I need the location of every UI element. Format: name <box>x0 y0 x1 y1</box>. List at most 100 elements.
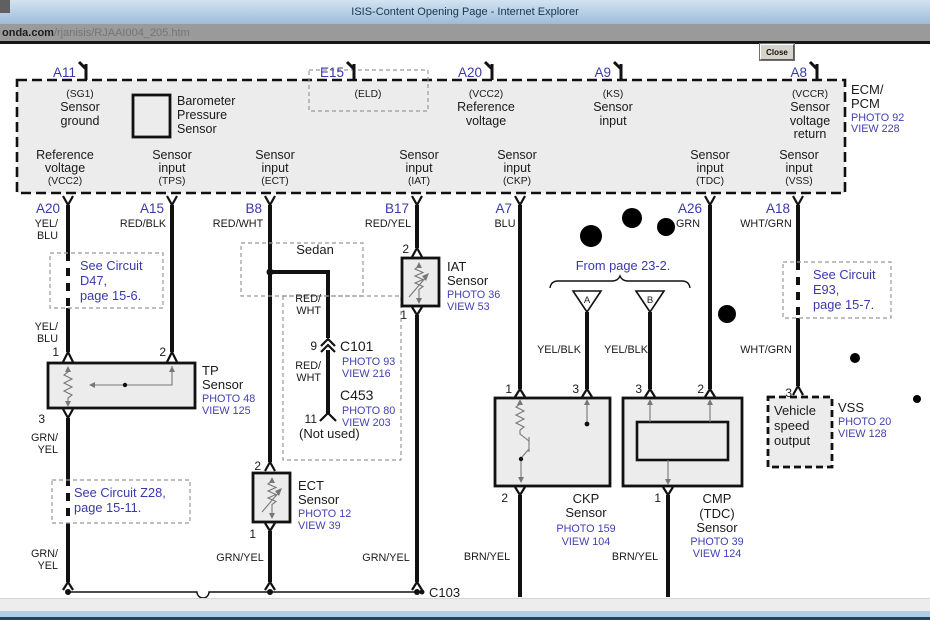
tp-arrow-up <box>65 366 71 372</box>
tp-view-link[interactable]: VIEW 125 <box>202 405 251 417</box>
vcc2-line2: voltage <box>466 114 506 128</box>
bus-end-dot <box>419 589 425 595</box>
pin-label-b8[interactable]: B8 <box>245 201 262 216</box>
c101-photo-link[interactable]: PHOTO 93 <box>342 356 395 368</box>
iat-fork-terminals <box>411 247 423 591</box>
see-circuit-e93-2[interactable]: E93, <box>813 282 839 297</box>
ecm-photo-link[interactable]: PHOTO 92 <box>851 112 904 124</box>
iat-photo-link[interactable]: PHOTO 36 <box>447 289 500 301</box>
ect-diagonal <box>261 490 281 513</box>
vss-fork-terminal <box>792 385 804 396</box>
title-bar: ISIS-Content Opening Page - Internet Exp… <box>0 0 930 24</box>
terminal-a9 <box>612 60 623 80</box>
tp-resistor <box>62 371 74 403</box>
pin-label-a8[interactable]: A8 <box>790 65 807 80</box>
cmp-name-1: CMP <box>703 491 732 506</box>
url-domain[interactable]: onda.com <box>2 26 54 39</box>
eld-sub: (ELD) <box>355 89 382 100</box>
eld-dashed-box <box>308 69 429 112</box>
col2-l1: Sensor <box>152 148 192 162</box>
bus-dot-2 <box>267 589 273 595</box>
tp-name-2: Sensor <box>202 377 244 392</box>
pin-label-a20-top[interactable]: A20 <box>458 65 482 80</box>
tp-photo-link[interactable]: PHOTO 48 <box>202 393 255 405</box>
terminal-e15 <box>345 60 356 80</box>
wire-color-redwht: RED/WHT <box>213 218 264 230</box>
pin-label-a26[interactable]: A26 <box>678 201 702 216</box>
wire-color-yelblu-2a: YEL/ <box>35 321 58 333</box>
ckp-transistor <box>514 403 530 478</box>
wire-color-yelblu-1b: BLU <box>37 230 58 242</box>
wire-color-grnyel-1b: YEL <box>38 444 58 456</box>
redaction-dots <box>580 208 921 403</box>
iat-pin-1: 1 <box>400 308 407 322</box>
col6-l2: input <box>696 161 724 175</box>
ecm-view-link[interactable]: VIEW 228 <box>851 123 900 135</box>
pin-label-e15[interactable]: E15 <box>320 65 344 80</box>
ect-name-1: ECT <box>298 478 324 493</box>
address-bar-divider <box>0 41 930 44</box>
cmp-arrow-up-3 <box>647 399 653 405</box>
wire-color-grnyel-1a: GRN/ <box>31 432 58 444</box>
see-circuit-d47-1[interactable]: See Circuit <box>80 258 143 273</box>
wire-color-redwht-br2a: RED/ <box>295 360 321 372</box>
wire-color-yelblu-1a: YEL/ <box>35 218 58 230</box>
ckp-sensor-box <box>493 396 612 488</box>
sedan-label: Sedan <box>296 242 334 257</box>
iat-view-link[interactable]: VIEW 53 <box>447 301 490 313</box>
col3-l1: Sensor <box>255 148 295 162</box>
pin-label-a7[interactable]: A7 <box>495 201 512 216</box>
brace <box>549 274 691 289</box>
url-path[interactable]: /rjanisis/RJAAI004_205.htm <box>53 26 190 39</box>
pin-label-b17[interactable]: B17 <box>385 201 409 216</box>
c101-view-link[interactable]: VIEW 216 <box>342 368 391 380</box>
ckp-photo-link[interactable]: PHOTO 159 <box>556 523 615 535</box>
cmp-sensor-internals <box>635 399 730 485</box>
cmp-photo-link[interactable]: PHOTO 39 <box>690 536 743 548</box>
ect-diagonal-arrow <box>275 488 282 496</box>
see-circuit-z28-1[interactable]: See Circuit Z28, <box>74 485 166 500</box>
vss-photo-link[interactable]: PHOTO 20 <box>838 416 891 428</box>
cmp-name-2: (TDC) <box>699 506 734 521</box>
ect-view-link[interactable]: VIEW 39 <box>298 520 341 532</box>
vss-view-link[interactable]: VIEW 128 <box>838 428 887 440</box>
ecm-top-terminals <box>77 60 819 80</box>
blob-3 <box>657 218 675 236</box>
pin-label-a20[interactable]: A20 <box>36 201 60 216</box>
cmp-view-link[interactable]: VIEW 124 <box>693 548 742 560</box>
see-circuit-d47-3[interactable]: page 15-6. <box>80 288 141 303</box>
barometer-sensor-box <box>131 93 172 139</box>
pin-label-a11[interactable]: A11 <box>53 65 76 80</box>
address-bar[interactable]: onda.com/rjanisis/RJAAI004_205.htm <box>0 24 930 41</box>
ect-photo-link[interactable]: PHOTO 12 <box>298 508 351 520</box>
c453-view-link[interactable]: VIEW 203 <box>342 417 391 429</box>
blob-4 <box>718 305 736 323</box>
triangle-connector-a <box>571 290 603 314</box>
c453-photo-link[interactable]: PHOTO 80 <box>342 405 395 417</box>
close-button-label: Close <box>766 47 788 57</box>
window-title: ISIS-Content Opening Page - Internet Exp… <box>351 6 579 18</box>
tp-pin-1: 1 <box>52 345 59 359</box>
pin-label-a15[interactable]: A15 <box>140 201 164 216</box>
ckp-pin3-dot <box>584 421 590 427</box>
from-page-ref[interactable]: From page 23-2. <box>576 258 671 273</box>
see-circuit-e93-1[interactable]: See Circuit <box>813 267 876 282</box>
see-circuit-e93-3[interactable]: page 15-7. <box>813 297 874 312</box>
wire-triangles <box>585 312 652 389</box>
vss-box-line2: speed <box>774 418 809 433</box>
pin-label-a18[interactable]: A18 <box>766 201 790 216</box>
close-button[interactable]: Close <box>760 44 794 60</box>
vccr-line1: Sensor <box>790 100 830 114</box>
col5-sub: (CKP) <box>503 176 531 187</box>
ckp-arrow-up-3 <box>584 399 590 405</box>
vss-pin-3: 3 <box>785 386 792 400</box>
ckp-pin-1: 1 <box>505 382 512 396</box>
wire-color-redyel: RED/YEL <box>365 218 411 230</box>
see-circuit-d47-2[interactable]: D47, <box>80 273 107 288</box>
ckp-view-link[interactable]: VIEW 104 <box>562 536 611 548</box>
wire-color-ect-grnyel: GRN/YEL <box>216 552 263 564</box>
see-circuit-z28-2[interactable]: page 15-11. <box>74 500 141 515</box>
col4-l1: Sensor <box>399 148 439 162</box>
pin-label-a9[interactable]: A9 <box>594 65 611 80</box>
blob-2 <box>622 208 642 228</box>
